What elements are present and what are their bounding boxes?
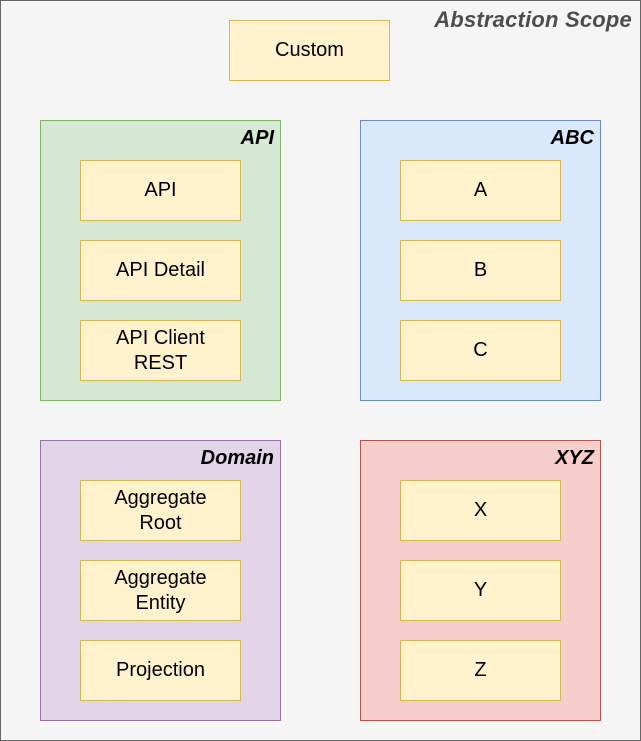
b-box[interactable]: B [400,240,561,301]
projection-box[interactable]: Projection [80,640,241,701]
scope-title: Abstraction Scope [434,7,632,32]
api-box[interactable]: API [80,160,241,221]
domain-group[interactable]: Domain Aggregate Root Aggregate Entity P… [40,440,281,721]
y-box[interactable]: Y [400,560,561,621]
xyz-group[interactable]: XYZ X Y Z [360,440,601,721]
api-client-rest-box[interactable]: API Client REST [80,320,241,381]
abc-group-title: ABC [550,127,594,149]
custom-box[interactable]: Custom [229,20,390,81]
api-detail-box[interactable]: API Detail [80,240,241,301]
api-group[interactable]: API API API Detail API Client REST [40,120,281,401]
api-group-title: API [240,127,274,149]
abc-group[interactable]: ABC A B C [360,120,601,401]
z-box[interactable]: Z [400,640,561,701]
domain-group-title: Domain [200,447,274,469]
a-box[interactable]: A [400,160,561,221]
xyz-group-title: XYZ [555,447,594,469]
aggregate-root-box[interactable]: Aggregate Root [80,480,241,541]
aggregate-entity-box[interactable]: Aggregate Entity [80,560,241,621]
x-box[interactable]: X [400,480,561,541]
c-box[interactable]: C [400,320,561,381]
